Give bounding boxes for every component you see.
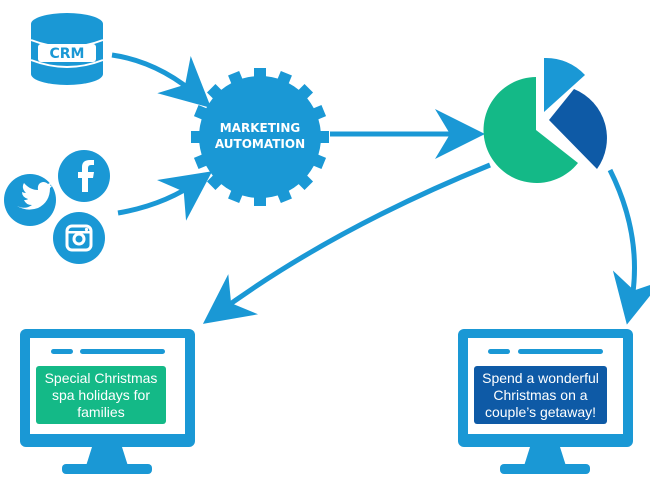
automation-label-line1: MARKETING: [220, 121, 301, 135]
arrow-pie-to-right-monitor: [607, 168, 650, 325]
crm-label: CRM: [50, 46, 85, 62]
instagram-icon: [53, 212, 105, 264]
ad-left-line-1: Special Christmas: [44, 369, 158, 386]
ad-right-line-3: couple’s getaway!: [484, 403, 597, 420]
ad-right-line-2: Christmas on a: [493, 386, 588, 403]
arrow-pie-to-left-monitor: [202, 162, 491, 324]
ad-left-line-3: families: [77, 403, 125, 420]
automation-label-line2: AUTOMATION: [215, 137, 305, 151]
crm-database-icon: CRM: [30, 13, 104, 85]
ad-right-line-1: Spend a wonderful: [482, 369, 599, 386]
arrow-social-to-automation: [117, 171, 213, 221]
twitter-icon: [4, 174, 56, 226]
marketing-automation-gear: MARKETING AUTOMATION: [191, 68, 329, 206]
facebook-icon: [58, 150, 110, 202]
ad-message-couples: Spend a wonderful Christmas on a couple’…: [474, 366, 607, 424]
ad-message-families: Special Christmas spa holidays for famil…: [36, 366, 166, 424]
pie-chart-icon: [483, 57, 607, 183]
arrow-crm-to-automation: [111, 52, 212, 109]
ad-left-line-2: spa holidays for: [51, 386, 151, 403]
